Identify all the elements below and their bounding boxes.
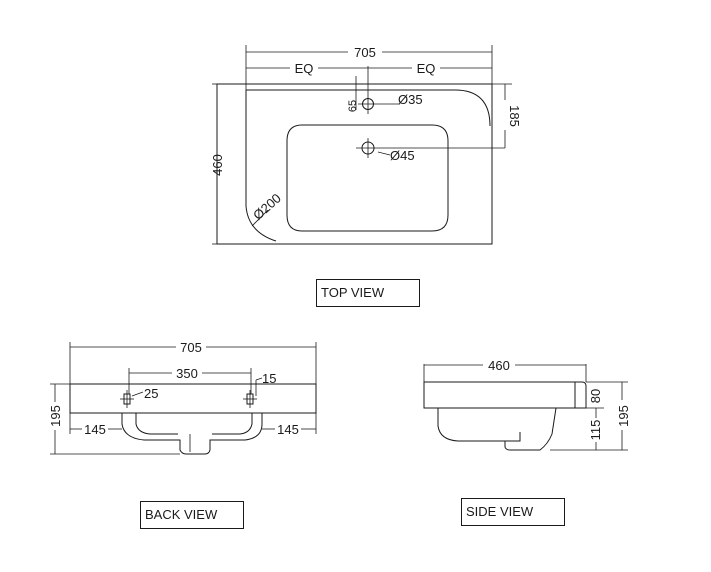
back-view-bowl xyxy=(121,413,263,455)
side-view-label: SIDE VIEW xyxy=(461,498,565,526)
top-half-left-dim: EQ xyxy=(295,61,314,76)
top-view: 705 EQ EQ 65 Ø35 Ø45 185 460 Ø200 xyxy=(210,45,522,245)
side-view: 460 80 115 195 xyxy=(423,358,631,451)
side-bowl-height-dim: 115 xyxy=(588,420,603,441)
corner-radius-dim: Ø200 xyxy=(250,190,284,222)
side-view-bowl xyxy=(437,407,557,451)
side-depth-dim: 460 xyxy=(488,358,510,373)
top-half-right-dim: EQ xyxy=(417,61,436,76)
back-left-edge-dim: 145 xyxy=(84,422,106,437)
back-width-dim: 705 xyxy=(180,340,202,355)
tap-hole-dim: Ø35 xyxy=(398,92,423,107)
tap-offset-dim: 65 xyxy=(347,100,359,112)
top-depth-dim: 460 xyxy=(210,154,225,176)
side-rim-height-dim: 80 xyxy=(588,389,603,403)
bracket-spacing-dim: 350 xyxy=(176,366,198,381)
side-view-slab xyxy=(423,381,587,409)
top-width-dim: 705 xyxy=(354,45,376,60)
back-view-slab xyxy=(69,383,317,414)
back-height-dim: 195 xyxy=(48,405,63,427)
waste-offset-dim: 185 xyxy=(507,105,522,127)
side-total-height-dim: 195 xyxy=(616,405,631,427)
top-view-basin xyxy=(286,124,449,232)
back-view: 705 350 25 15 195 145 145 xyxy=(48,340,317,455)
top-view-label: TOP VIEW xyxy=(316,279,420,307)
bracket-hole-dim: 25 xyxy=(144,386,158,401)
waste-hole-dim: Ø45 xyxy=(390,148,415,163)
bracket-offset-dim: 15 xyxy=(262,371,276,386)
back-view-label: BACK VIEW xyxy=(140,501,244,529)
top-view-rim xyxy=(246,89,491,127)
back-right-edge-dim: 145 xyxy=(277,422,299,437)
